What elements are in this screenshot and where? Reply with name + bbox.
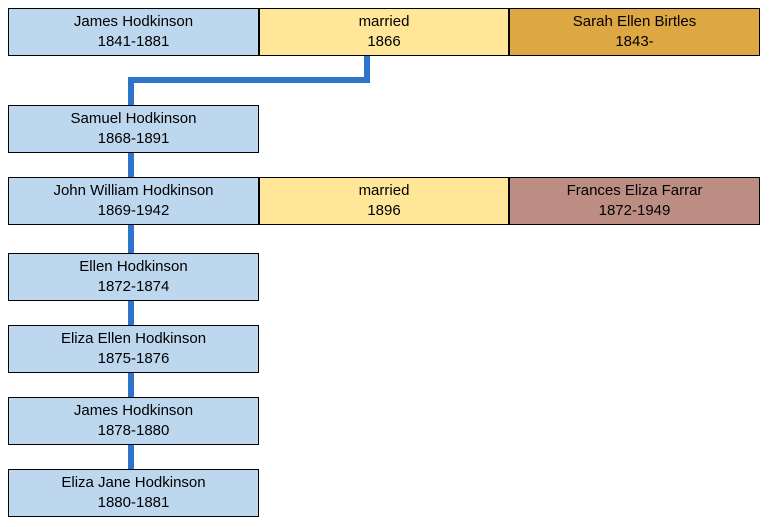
person-box-sarah-ellen-birtles: Sarah Ellen Birtles 1843-: [509, 8, 760, 56]
connector-marriage1866-to-samuel: [128, 77, 134, 105]
person-box-samuel-hodkinson: Samuel Hodkinson 1868-1891: [8, 105, 259, 153]
marriage-box-1866: married 1866: [259, 8, 509, 56]
person-dates: 1880-1881: [97, 494, 170, 511]
person-name: Frances Eliza Farrar: [566, 182, 703, 199]
connector-ellen-to-eliza-ellen: [128, 301, 134, 325]
person-dates: 1875-1876: [97, 350, 170, 367]
marriage-label: married: [358, 182, 410, 199]
connector-marriage1866-horizontal: [128, 77, 370, 83]
person-dates: 1843-: [615, 33, 654, 50]
person-name: Sarah Ellen Birtles: [572, 13, 697, 30]
person-dates: 1872-1874: [97, 278, 170, 295]
person-box-john-william-hodkinson: John William Hodkinson 1869-1942: [8, 177, 259, 225]
person-name: Ellen Hodkinson: [79, 258, 188, 275]
marriage-year: 1896: [367, 202, 401, 219]
connector-marriage1866-drop: [364, 56, 370, 83]
person-name: Samuel Hodkinson: [70, 110, 197, 127]
person-dates: 1872-1949: [598, 202, 671, 219]
person-name: James Hodkinson: [73, 402, 194, 419]
person-box-frances-eliza-farrar: Frances Eliza Farrar 1872-1949: [509, 177, 760, 225]
person-box-james-hodkinson-1878: James Hodkinson 1878-1880: [8, 397, 259, 445]
person-dates: 1878-1880: [97, 422, 170, 439]
marriage-year: 1866: [367, 33, 401, 50]
person-name: Eliza Jane Hodkinson: [61, 474, 206, 491]
person-box-james-hodkinson-1841: James Hodkinson 1841-1881: [8, 8, 259, 56]
person-name: Eliza Ellen Hodkinson: [60, 330, 207, 347]
connector-samuel-to-john: [128, 153, 134, 177]
person-box-eliza-ellen-hodkinson: Eliza Ellen Hodkinson 1875-1876: [8, 325, 259, 373]
person-name: James Hodkinson: [73, 13, 194, 30]
connector-eliza-ellen-to-james: [128, 373, 134, 397]
person-box-eliza-jane-hodkinson: Eliza Jane Hodkinson 1880-1881: [8, 469, 259, 517]
person-name: John William Hodkinson: [53, 182, 214, 199]
connector-james-to-eliza-jane: [128, 445, 134, 469]
person-dates: 1841-1881: [97, 33, 170, 50]
connector-john-to-ellen: [128, 225, 134, 253]
person-box-ellen-hodkinson: Ellen Hodkinson 1872-1874: [8, 253, 259, 301]
marriage-box-1896: married 1896: [259, 177, 509, 225]
person-dates: 1869-1942: [97, 202, 170, 219]
person-dates: 1868-1891: [97, 130, 170, 147]
marriage-label: married: [358, 13, 410, 30]
